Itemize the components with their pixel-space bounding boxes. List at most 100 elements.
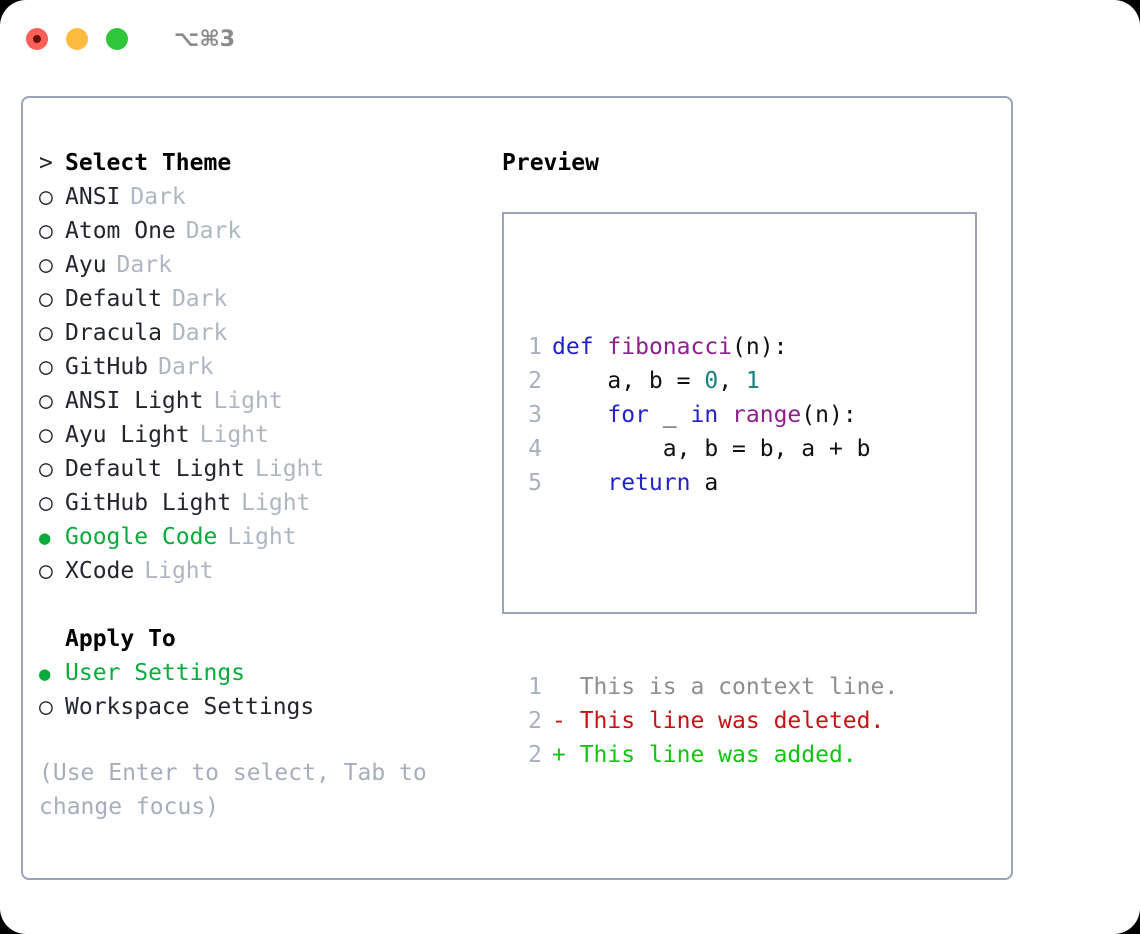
- radio-unselected-icon[interactable]: ○: [39, 490, 53, 516]
- theme-variant-badge: Light: [255, 456, 325, 482]
- diff-line-number: 2: [528, 708, 542, 734]
- code-token: def: [552, 334, 594, 360]
- theme-variant-badge: Dark: [171, 320, 228, 346]
- code-line-number: 3: [528, 402, 542, 428]
- theme-variant-badge: Light: [199, 422, 269, 448]
- radio-unselected-icon[interactable]: ○: [39, 184, 53, 210]
- theme-list-item[interactable]: ○ GitHub Dark: [39, 350, 479, 384]
- theme-list-item[interactable]: ○ Dracula Dark: [39, 316, 479, 350]
- radio-unselected-icon[interactable]: ○: [39, 388, 53, 414]
- code-line-number: 1: [528, 334, 542, 360]
- apply-to-heading-label: Apply To: [65, 626, 176, 652]
- theme-variant-badge: Light: [213, 388, 283, 414]
- radio-unselected-icon[interactable]: ○: [39, 218, 53, 244]
- radio-selected-icon[interactable]: ●: [39, 527, 51, 549]
- code-line: 1 def fibonacci(n):: [520, 330, 967, 364]
- theme-name-label: Ayu Light: [65, 422, 190, 448]
- code-token: 1: [745, 368, 760, 394]
- radio-unselected-icon[interactable]: ○: [39, 558, 53, 584]
- diff-sample: 1 This is a context line.2- This line wa…: [520, 670, 967, 772]
- code-token: _: [648, 402, 691, 428]
- diff-text: This line was deleted.: [579, 708, 885, 734]
- diff-line-number: 1: [528, 674, 542, 700]
- apply-to-option[interactable]: ○ Workspace Settings: [39, 690, 479, 724]
- apply-to-option-label: Workspace Settings: [65, 694, 315, 720]
- maximize-button[interactable]: [106, 28, 128, 50]
- code-line: 3 for _ in range(n):: [520, 398, 967, 432]
- code-token: [552, 470, 607, 496]
- close-button[interactable]: [26, 28, 48, 50]
- minimize-button[interactable]: [66, 28, 88, 50]
- theme-name-label: Dracula: [65, 320, 162, 346]
- theme-variant-badge: Dark: [171, 286, 228, 312]
- theme-list-item[interactable]: ○ Ayu Light Light: [39, 418, 479, 452]
- theme-list-item[interactable]: ○ ANSI Dark: [39, 180, 479, 214]
- code-token: fibonacci: [607, 334, 733, 360]
- theme-name-label: GitHub: [65, 354, 149, 380]
- radio-unselected-icon[interactable]: ○: [39, 422, 53, 448]
- theme-name-label: ANSI: [65, 184, 121, 210]
- code-token: ,: [718, 368, 746, 394]
- diff-line: 1 This is a context line.: [520, 670, 967, 704]
- theme-name-label: Google Code: [65, 524, 218, 550]
- diff-marker: [552, 674, 580, 700]
- code-token: a: [690, 470, 719, 496]
- code-blank-line: [520, 568, 967, 602]
- theme-list-item[interactable]: ○ Default Dark: [39, 282, 479, 316]
- keyboard-hint-text: (Use Enter to select, Tab to change focu…: [39, 760, 427, 820]
- diff-text: This is a context line.: [579, 674, 899, 700]
- title-bar: ⌥⌘3: [0, 0, 1140, 78]
- select-theme-heading: > Select Theme: [39, 146, 479, 180]
- theme-list-item[interactable]: ○ Default Light Light: [39, 452, 479, 486]
- code-token: (n):: [732, 334, 788, 360]
- keyboard-shortcut-label: ⌥⌘3: [174, 26, 236, 52]
- code-token: return: [607, 470, 691, 496]
- theme-variant-badge: Light: [144, 558, 214, 584]
- radio-unselected-icon[interactable]: ○: [39, 354, 53, 380]
- code-token: (n):: [801, 402, 857, 428]
- theme-list-item[interactable]: ○ Ayu Dark: [39, 248, 479, 282]
- diff-marker: -: [552, 708, 580, 734]
- apply-to-option[interactable]: ●User Settings: [39, 656, 479, 690]
- code-token: [594, 334, 608, 360]
- list-spacer: [39, 588, 479, 622]
- theme-variant-badge: Dark: [116, 252, 172, 278]
- radio-unselected-icon[interactable]: ○: [39, 320, 53, 346]
- radio-unselected-icon[interactable]: ○: [39, 456, 53, 482]
- theme-name-label: Atom One: [65, 218, 176, 244]
- diff-marker: +: [552, 742, 580, 768]
- theme-name-label: Default Light: [65, 456, 246, 482]
- code-line-number: 4: [528, 436, 542, 462]
- code-token: a, b = b, a + b: [552, 436, 871, 462]
- theme-variant-badge: Dark: [130, 184, 186, 210]
- code-token: range: [732, 402, 802, 428]
- diff-line: 2- This line was deleted.: [520, 704, 967, 738]
- code-line: 4 a, b = b, a + b: [520, 432, 967, 466]
- theme-name-label: Default: [65, 286, 162, 312]
- theme-list-item[interactable]: ● Google Code Light: [39, 520, 479, 554]
- apply-to-list: ●User Settings ○ Workspace Settings: [39, 656, 479, 724]
- preview-heading-label: Preview: [502, 150, 599, 176]
- theme-name-label: Ayu: [65, 252, 107, 278]
- code-token: [718, 402, 732, 428]
- diff-text: This line was added.: [579, 742, 857, 768]
- radio-selected-icon[interactable]: ●: [39, 663, 51, 685]
- theme-variant-badge: Dark: [158, 354, 214, 380]
- radio-unselected-icon[interactable]: ○: [39, 286, 53, 312]
- radio-unselected-icon[interactable]: ○: [39, 252, 53, 278]
- theme-variant-badge: Light: [227, 524, 297, 550]
- radio-unselected-icon[interactable]: ○: [39, 694, 53, 720]
- select-theme-heading-label: Select Theme: [65, 150, 232, 176]
- code-token: a, b =: [552, 368, 705, 394]
- code-token: 0: [704, 368, 719, 394]
